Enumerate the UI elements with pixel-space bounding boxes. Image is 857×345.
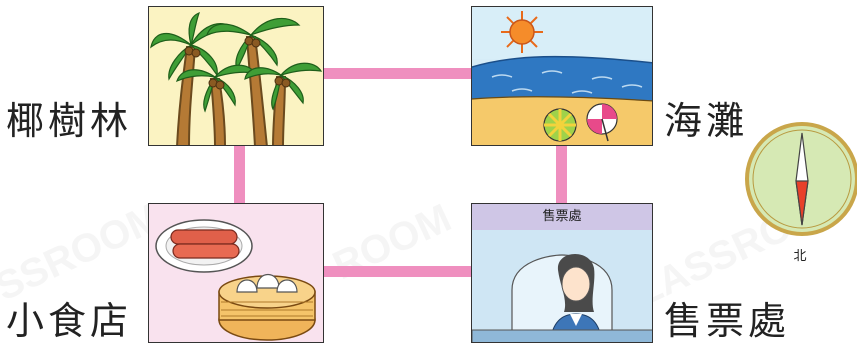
compass-icon	[745, 122, 857, 236]
snack-illustration	[155, 219, 316, 341]
ticket-clerk-illustration	[472, 230, 652, 342]
compass-north-label: 北	[793, 249, 807, 264]
beach-umbrella-green-icon	[543, 108, 577, 142]
path-snack-to-ticket	[320, 266, 475, 277]
label-snack-shop: 小食店	[6, 299, 133, 343]
label-coconut-grove: 椰樹林	[6, 99, 133, 143]
sausage-plate-icon	[155, 219, 253, 273]
ticket-booth-sign: 售票處	[472, 204, 652, 231]
snack-shop-panel	[148, 203, 324, 343]
beach-panel	[471, 6, 653, 146]
label-beach: 海灘	[664, 99, 749, 143]
beach-illustration	[472, 7, 652, 145]
path-coconut-to-beach	[320, 68, 475, 79]
label-ticket-office: 售票處	[664, 299, 791, 343]
path-beach-to-ticket	[556, 143, 567, 206]
ticket-office-panel: 售票處	[471, 203, 653, 343]
palm-trees-illustration	[150, 11, 323, 145]
compass: 北	[744, 121, 857, 264]
dim-sum-steamer-icon	[218, 273, 316, 341]
beach-umbrella-pink-icon	[586, 103, 618, 142]
coconut-grove-panel	[148, 6, 324, 146]
path-coconut-to-snack	[234, 144, 245, 208]
